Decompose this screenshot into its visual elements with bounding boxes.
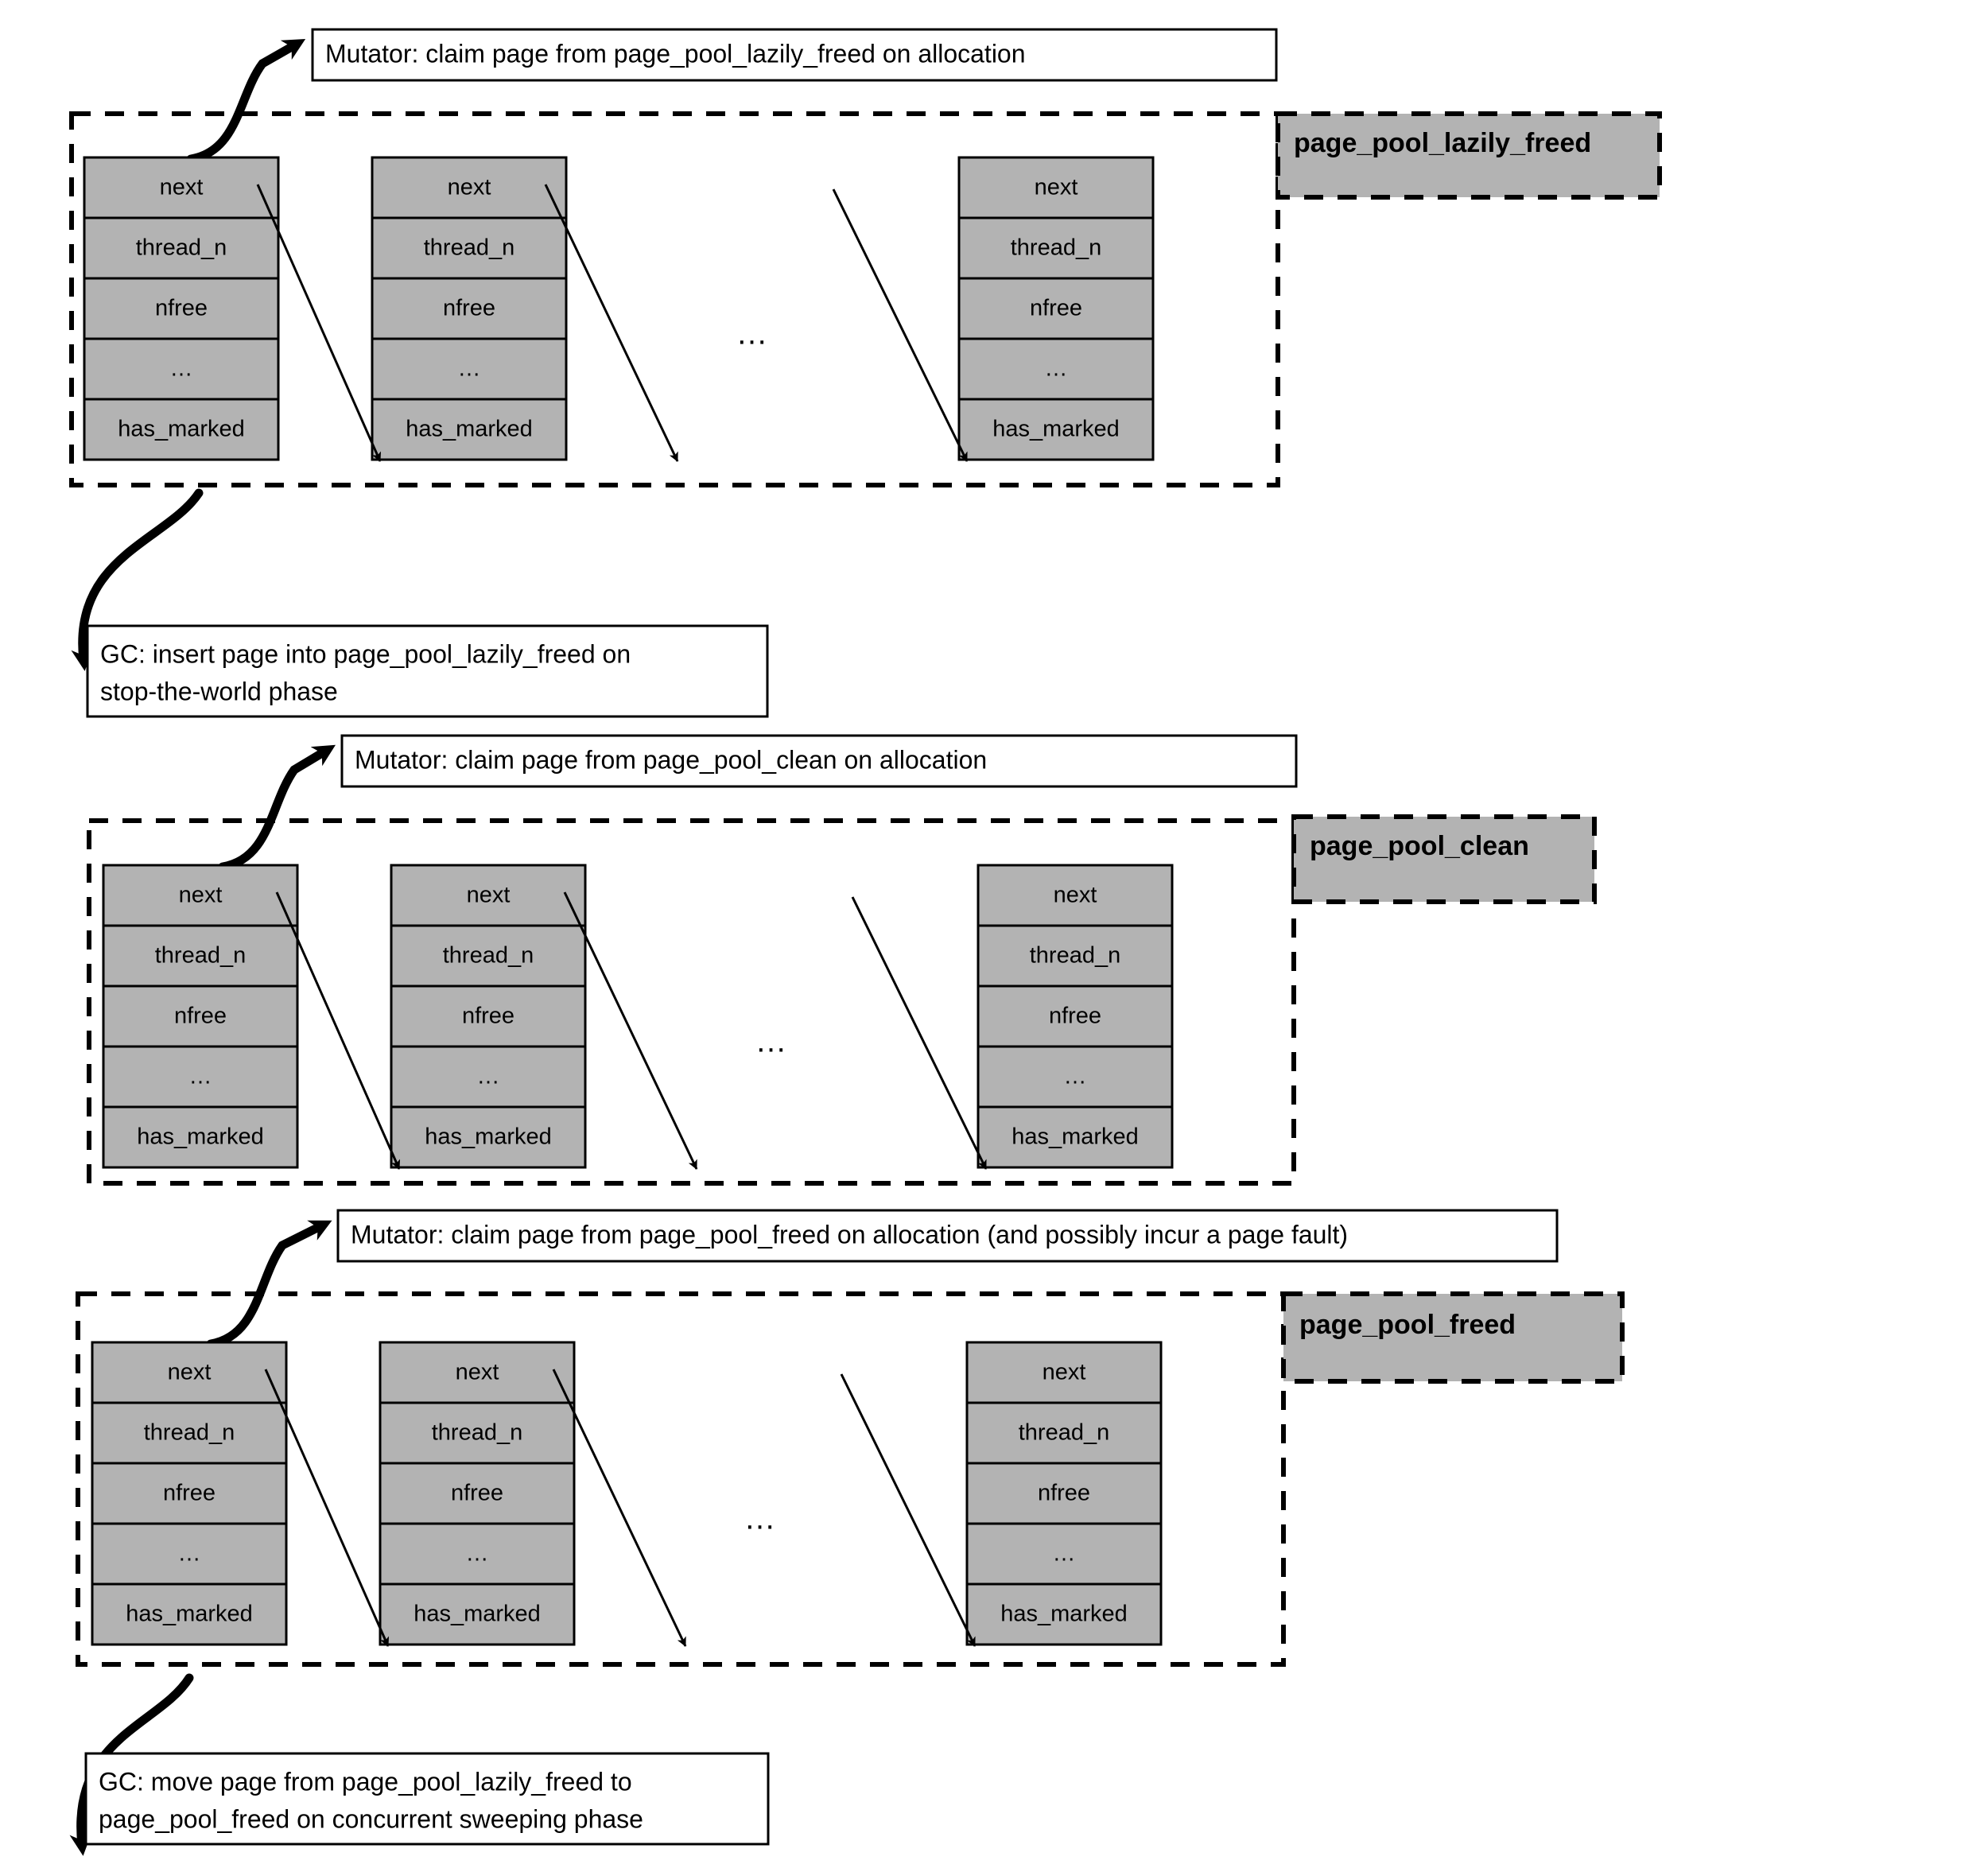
page-field-thread-n: thread_n [432,1420,523,1446]
mutator-callout-label-freed: Mutator: claim page from page_pool_freed… [351,1220,1348,1248]
page-field-thread-n: thread_n [155,943,247,969]
page-field-thread-n: thread_n [1030,943,1121,969]
next-pointer-arrow [275,891,401,1170]
mutator-arrow-clean [218,744,336,872]
gc-arrow-lazily-freed [71,488,204,671]
next-pointer-arrow [563,891,698,1170]
page-box: next thread_n nfree … has_marked [83,156,280,461]
gc-arrow-freed [69,1673,194,1856]
pool-label-text-lazily-freed: page_pool_lazily_freed [1294,128,1591,158]
page-field-next: next [1035,175,1078,200]
next-pointer-arrow [544,184,679,462]
pages-ellipsis: … [755,1024,790,1059]
page-field-ellipsis: … [178,1541,201,1567]
page-box: next thread_n nfree … has_marked [102,864,299,1169]
page-field-nfree: nfree [443,296,495,321]
next-pointer-arrow [264,1369,390,1647]
pool-label-text-clean: page_pool_clean [1310,831,1529,861]
mutator-callout-lazily-freed: Mutator: claim page from page_pool_lazil… [311,28,1278,82]
page-field-ellipsis: … [189,1064,212,1089]
page-box: next thread_n nfree … has_marked [957,156,1155,461]
page-field-has-marked: has_marked [1000,1602,1128,1627]
page-field-ellipsis: … [458,356,481,382]
page-field-nfree: nfree [163,1481,215,1506]
page-field-has-marked: has_marked [118,417,245,442]
pool-label-text-freed: page_pool_freed [1299,1310,1516,1340]
page-field-next: next [1054,883,1097,908]
page-field-has-marked: has_marked [137,1124,264,1150]
page-field-thread-n: thread_n [424,235,515,261]
page-field-has-marked: has_marked [425,1124,552,1150]
mutator-arrow-freed [206,1220,332,1349]
next-pointer-arrow [832,188,969,462]
page-field-ellipsis: … [170,356,193,382]
pool-label-freed: page_pool_freed [1281,1291,1625,1384]
page-field-ellipsis: … [1053,1541,1076,1567]
page-field-thread-n: thread_n [1011,235,1102,261]
page-field-nfree: nfree [1049,1004,1101,1029]
page-field-ellipsis: … [477,1064,500,1089]
page-field-next: next [1043,1360,1086,1385]
page-field-ellipsis: … [1045,356,1068,382]
next-pointer-arrow [851,896,988,1170]
mutator-callout-label-lazily-freed: Mutator: claim page from page_pool_lazil… [325,39,1026,68]
page-field-thread-n: thread_n [1019,1420,1110,1446]
next-pointer-arrow [840,1373,977,1647]
page-box: next thread_n nfree … has_marked [965,1341,1163,1646]
page-field-nfree: nfree [1038,1481,1090,1506]
page-field-next: next [448,175,491,200]
gc-callout-freed: GC: move page from page_pool_lazily_free… [84,1752,770,1846]
page-field-has-marked: has_marked [126,1602,253,1627]
page-field-has-marked: has_marked [992,417,1120,442]
page-field-thread-n: thread_n [144,1420,235,1446]
next-pointer-arrow [552,1369,687,1647]
page-field-nfree: nfree [1030,296,1082,321]
pool-label-lazily-freed: page_pool_lazily_freed [1276,111,1662,200]
page-field-has-marked: has_marked [406,417,533,442]
gc-callout-line-1-freed: GC: move page from page_pool_lazily_free… [99,1767,632,1796]
page-box: next thread_n nfree … has_marked [91,1341,288,1646]
mutator-callout-freed: Mutator: claim page from page_pool_freed… [336,1209,1559,1263]
mutator-callout-clean: Mutator: claim page from page_pool_clean… [340,734,1298,788]
pool-container-lazily-freed [69,111,1280,487]
page-field-next: next [160,175,204,200]
page-box: next thread_n nfree … has_marked [977,864,1174,1169]
gc-callout-line-1-lazily-freed: GC: insert page into page_pool_lazily_fr… [100,639,631,668]
page-box: next thread_n nfree … has_marked [371,156,568,461]
pool-container-freed [76,1291,1286,1667]
page-field-has-marked: has_marked [1011,1124,1139,1150]
mutator-callout-label-clean: Mutator: claim page from page_pool_clean… [355,745,987,774]
page-field-nfree: nfree [462,1004,514,1029]
pool-label-clean: page_pool_clean [1291,814,1597,904]
page-field-nfree: nfree [451,1481,503,1506]
page-field-ellipsis: … [466,1541,489,1567]
next-pointer-arrow [256,184,382,462]
pool-container-clean [87,818,1296,1186]
page-field-next: next [467,883,511,908]
page-field-ellipsis: … [1064,1064,1087,1089]
pages-ellipsis: … [744,1501,779,1536]
page-box: next thread_n nfree … has_marked [390,864,587,1169]
page-field-nfree: nfree [155,296,208,321]
gc-callout-lazily-freed: GC: insert page into page_pool_lazily_fr… [86,624,769,718]
page-field-next: next [179,883,223,908]
page-field-next: next [456,1360,499,1385]
page-box: next thread_n nfree … has_marked [379,1341,576,1646]
gc-callout-line-2-lazily-freed: stop-the-world phase [100,677,338,705]
page-field-has-marked: has_marked [414,1602,541,1627]
page-field-thread-n: thread_n [136,235,227,261]
page-field-thread-n: thread_n [443,943,534,969]
mutator-arrow-lazily-freed [186,39,306,164]
pages-ellipsis: … [736,316,771,351]
page-field-next: next [168,1360,212,1385]
gc-callout-line-2-freed: page_pool_freed on concurrent sweeping p… [99,1804,643,1833]
page-field-nfree: nfree [174,1004,227,1029]
